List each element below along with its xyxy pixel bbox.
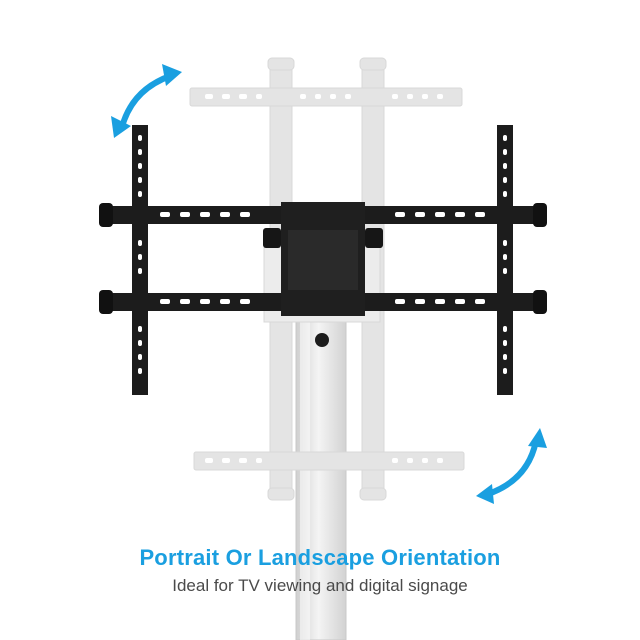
tilt-knob <box>315 333 329 347</box>
caption-subtitle: Ideal for TV viewing and digital signage <box>172 576 468 595</box>
stand-pole <box>295 319 347 640</box>
caption-title: Portrait Or Landscape Orientation <box>139 545 501 570</box>
ghost-bracket-holes <box>205 94 443 463</box>
bracket-holes <box>138 135 507 374</box>
rotate-arrow-top-left-icon <box>111 64 182 138</box>
rotate-arrow-bottom-right-icon <box>476 428 547 504</box>
tv-bracket-landscape <box>99 125 547 395</box>
